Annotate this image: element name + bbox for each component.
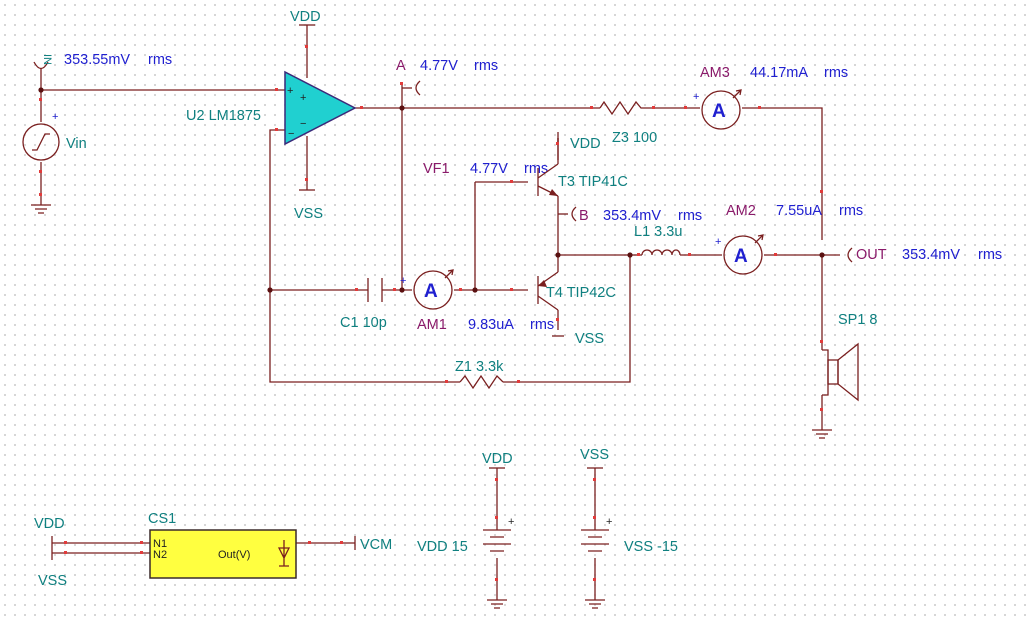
probe-b-unit: rms bbox=[678, 208, 702, 224]
svg-text:+: + bbox=[287, 85, 293, 97]
svg-text:VSS: VSS bbox=[580, 447, 609, 463]
ground-symbol bbox=[31, 204, 51, 214]
probe-in[interactable]: IN 353.55mV rms bbox=[33, 52, 172, 75]
vss-terminal-t4: VSS bbox=[552, 331, 604, 347]
probe-a-value: 4.77V bbox=[420, 58, 458, 74]
svg-text:VDD: VDD bbox=[34, 516, 65, 532]
am3-value: 44.17mA bbox=[750, 65, 808, 81]
vf1-unit: rms bbox=[524, 161, 548, 177]
probe-a-unit: rms bbox=[474, 58, 498, 74]
probe-in-value: 353.55mV bbox=[64, 52, 130, 68]
battery-vdd[interactable]: + VDD VDD 15 bbox=[417, 451, 514, 555]
resistor-z1[interactable]: Z1 3.3k bbox=[455, 359, 504, 390]
svg-text:VSS: VSS bbox=[38, 573, 67, 589]
vss-source-label: VSS -15 bbox=[624, 539, 678, 555]
vdd-source-label: VDD 15 bbox=[417, 539, 468, 555]
svg-text:+: + bbox=[300, 92, 306, 104]
vdd-terminal-opamp: VDD bbox=[290, 9, 321, 26]
vin-label: Vin bbox=[66, 136, 87, 152]
t4-label: T4 TIP42C bbox=[546, 285, 616, 301]
pin-markers bbox=[39, 45, 823, 581]
am1-label: AM1 bbox=[417, 317, 447, 333]
ground-symbol-speaker bbox=[812, 429, 832, 439]
probe-in-label: IN bbox=[41, 54, 53, 65]
inductor-l1[interactable]: L1 3.3u bbox=[634, 224, 682, 256]
sp1-label: SP1 8 bbox=[838, 312, 878, 328]
vin-source[interactable]: + Vin bbox=[22, 111, 87, 161]
probe-b-label: B bbox=[579, 208, 589, 224]
probe-a[interactable]: A 4.77V rms bbox=[396, 58, 498, 96]
capacitor-c1[interactable]: C1 10p bbox=[340, 278, 387, 331]
svg-text:N2: N2 bbox=[153, 549, 167, 561]
svg-text:−: − bbox=[288, 128, 294, 140]
svg-text:VDD: VDD bbox=[570, 136, 601, 152]
svg-text:+: + bbox=[715, 236, 721, 248]
l1-label: L1 3.3u bbox=[634, 224, 682, 240]
vf1-label: VF1 bbox=[423, 161, 450, 177]
vf1-value: 4.77V bbox=[470, 161, 508, 177]
probe-vf1[interactable]: VF1 4.77V rms bbox=[423, 161, 548, 177]
svg-text:+: + bbox=[693, 91, 699, 103]
svg-text:N1: N1 bbox=[153, 538, 167, 550]
speaker-sp1[interactable]: SP1 8 bbox=[822, 312, 878, 402]
svg-text:VCM: VCM bbox=[360, 537, 392, 553]
svg-text:VDD: VDD bbox=[290, 9, 321, 25]
svg-text:VSS: VSS bbox=[294, 206, 323, 222]
probe-b[interactable]: B 353.4mV rms bbox=[571, 206, 702, 224]
svg-text:VSS: VSS bbox=[575, 331, 604, 347]
svg-text:A: A bbox=[734, 246, 748, 267]
vcm-terminal: VCM bbox=[354, 536, 392, 553]
svg-text:+: + bbox=[52, 111, 58, 123]
svg-text:+: + bbox=[508, 516, 514, 528]
am2-unit: rms bbox=[839, 203, 863, 219]
am3-unit: rms bbox=[824, 65, 848, 81]
svg-text:A: A bbox=[424, 281, 438, 302]
probe-out-unit: rms bbox=[978, 247, 1002, 263]
am1-value: 9.83uA bbox=[468, 317, 514, 333]
u2-label: U2 LM1875 bbox=[186, 108, 261, 124]
t3-label: T3 TIP41C bbox=[558, 174, 628, 190]
c1-label: C1 10p bbox=[340, 315, 387, 331]
probe-out[interactable]: OUT 353.4mV rms bbox=[847, 247, 1002, 263]
ground-vdd-battery bbox=[487, 599, 507, 609]
probe-b-value: 353.4mV bbox=[603, 208, 661, 224]
probe-out-value: 353.4mV bbox=[902, 247, 960, 263]
ammeter-am3[interactable]: A + AM3 44.17mA rms bbox=[693, 65, 848, 130]
am3-label: AM3 bbox=[700, 65, 730, 81]
probe-out-label: OUT bbox=[856, 247, 887, 263]
ground-vss-battery bbox=[585, 599, 605, 609]
svg-text:A: A bbox=[712, 101, 726, 122]
transistor-t4[interactable]: T4 TIP42C bbox=[537, 271, 616, 311]
ammeter-am1[interactable]: A + AM1 9.83uA rms bbox=[400, 269, 554, 333]
vdd-terminal-cs1: VDD VSS bbox=[34, 516, 67, 589]
am1-unit: rms bbox=[530, 317, 554, 333]
svg-text:+: + bbox=[400, 275, 406, 287]
block-cs1[interactable]: CS1 N1 N2 Out(V) bbox=[148, 511, 297, 579]
ammeter-am2[interactable]: A + AM2 7.55uA rms bbox=[715, 203, 863, 275]
z3-label: Z3 100 bbox=[612, 130, 657, 146]
am2-value: 7.55uA bbox=[776, 203, 822, 219]
battery-vss[interactable]: + VSS VSS -15 bbox=[580, 447, 678, 555]
svg-text:+: + bbox=[606, 516, 612, 528]
cs1-label: CS1 bbox=[148, 511, 176, 527]
probe-a-label: A bbox=[396, 58, 406, 74]
z1-label: Z1 3.3k bbox=[455, 359, 504, 375]
svg-text:Out(V): Out(V) bbox=[218, 549, 250, 561]
vdd-terminal-t3: VDD bbox=[557, 132, 601, 152]
probe-in-unit: rms bbox=[148, 52, 172, 68]
am2-label: AM2 bbox=[726, 203, 756, 219]
svg-text:−: − bbox=[300, 118, 306, 130]
resistor-z3[interactable]: Z3 100 bbox=[599, 100, 657, 146]
svg-text:VDD: VDD bbox=[482, 451, 513, 467]
opamp-u2[interactable]: + − + − U2 LM1875 bbox=[186, 70, 357, 146]
vss-terminal-opamp: VSS bbox=[294, 189, 323, 222]
junction-dots bbox=[38, 87, 825, 293]
